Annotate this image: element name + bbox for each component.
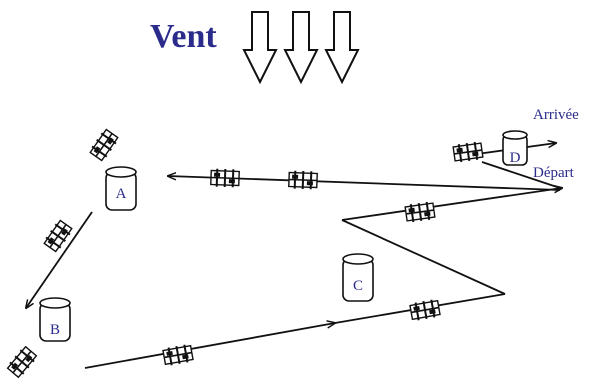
leg-to-d	[481, 161, 561, 189]
boat-9	[451, 140, 485, 164]
leg-b-to-c-1	[84, 323, 335, 369]
boat-5	[408, 297, 442, 323]
departure-label: Départ	[533, 165, 575, 181]
buoy-d-label: D	[510, 150, 521, 166]
leg-a-to-b	[26, 211, 93, 308]
buoy-a-label: A	[116, 186, 127, 202]
boat-7	[287, 169, 319, 191]
boat-1	[87, 127, 121, 163]
boat-3	[5, 344, 39, 380]
boat-6	[403, 200, 437, 224]
wind-arrow-1	[242, 11, 278, 85]
boats	[5, 127, 485, 380]
boat-2	[41, 218, 75, 254]
buoy-d: D	[502, 130, 528, 166]
boat-4	[161, 342, 195, 368]
wind-arrow-2	[283, 11, 319, 85]
buoy-c: C	[342, 253, 374, 302]
leg-zig-to-finish	[341, 188, 562, 221]
buoy-b-label: B	[50, 322, 60, 338]
buoy-c-label: C	[353, 278, 363, 294]
wind-label: Vent	[150, 18, 217, 55]
leg-c-zig	[341, 219, 506, 295]
wind-arrows	[242, 11, 360, 85]
buoy-b: B	[39, 297, 71, 342]
wind-arrow-3	[324, 11, 360, 85]
boat-8	[209, 167, 241, 189]
buoy-a: A	[105, 166, 137, 211]
arrival-label: Arrivée	[533, 107, 579, 123]
